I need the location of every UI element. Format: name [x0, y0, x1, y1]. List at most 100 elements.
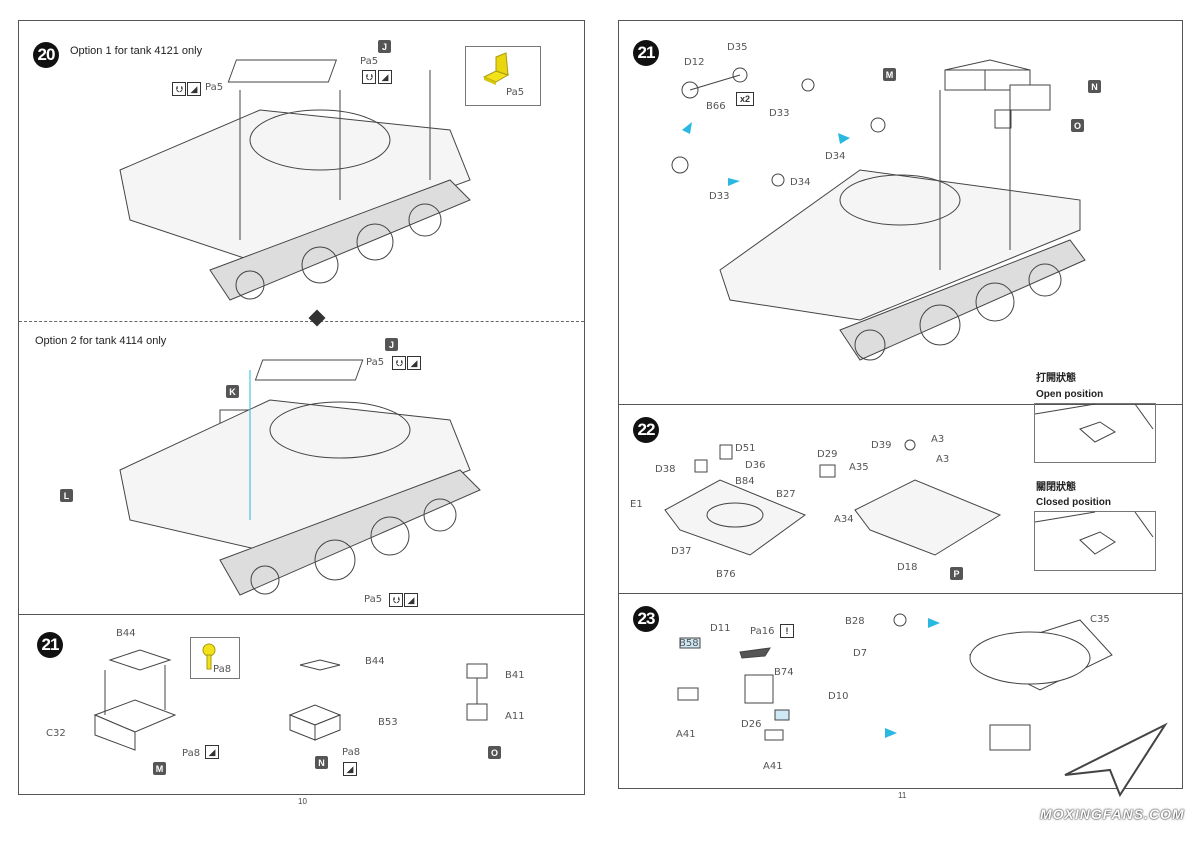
part-label-d37: D37: [671, 546, 692, 557]
part-label-pa5: Pa5: [366, 357, 385, 368]
part-label-d7: D7: [853, 648, 868, 659]
part-tag-N: N: [315, 756, 328, 769]
bend-icon: ⮋: [362, 70, 376, 84]
hull-front-left-drawing: [664, 444, 807, 556]
step-number-21: 21: [633, 40, 659, 66]
hatch-assembly-drawing: [677, 637, 790, 741]
step-number-22: 22: [633, 417, 659, 443]
part-label-b44: B44: [116, 628, 136, 639]
step-number-23: 23: [633, 606, 659, 632]
part-label-d33: D33: [709, 191, 730, 202]
box-o-drawing: [466, 663, 488, 721]
turret-ring-drawing: [885, 613, 1113, 751]
part-label-pa8: Pa8: [342, 747, 361, 758]
part-label-pa16: Pa16: [750, 626, 775, 637]
hull-front-right-drawing: [819, 439, 1002, 556]
part-label-b27: B27: [776, 489, 796, 500]
part-label-c35: C35: [1090, 614, 1110, 625]
closed-position-detail: [1034, 511, 1156, 571]
part-label-d10: D10: [828, 691, 849, 702]
part-label-a34: A34: [834, 514, 854, 525]
part-label-b41: B41: [505, 670, 525, 681]
pa5-callout-label: Pa5: [506, 87, 525, 98]
part-label-d34: D34: [825, 151, 846, 162]
step-number-20: 20: [33, 42, 59, 68]
page-number: 10: [298, 797, 307, 806]
part-label-d18: D18: [897, 562, 918, 573]
open-position-label: Open position: [1036, 389, 1104, 400]
part-label-a35: A35: [849, 462, 869, 473]
part-label-b53: B53: [378, 717, 398, 728]
part-label-pa8: Pa8: [182, 748, 201, 759]
part-label-d29: D29: [817, 449, 838, 460]
part-tag-O: O: [488, 746, 501, 759]
part-label-b58: B58: [679, 638, 699, 649]
part-label-e1: E1: [630, 499, 643, 510]
part-label-d36: D36: [745, 460, 766, 471]
quantity-x2-badge: x2: [736, 92, 754, 106]
part-tag-K: K: [226, 385, 239, 398]
pa8-key-icon: [202, 643, 216, 670]
part-label-d35: D35: [727, 42, 748, 53]
part-label-c32: C32: [46, 728, 66, 739]
open-position-detail: [1034, 403, 1156, 463]
part-label-d34: D34: [790, 177, 811, 188]
part-label-a3: A3: [936, 454, 950, 465]
part-tag-O: O: [1071, 119, 1084, 132]
option-2-title: Option 2 for tank 4114 only: [35, 335, 167, 347]
part-tag-J: J: [378, 40, 391, 53]
bend-icon: ⮋: [392, 356, 406, 370]
glue-icon: ◢: [343, 762, 357, 776]
glue-icon: ◢: [407, 356, 421, 370]
closed-position-cn: 關閉狀態: [1036, 482, 1076, 493]
part-label-d12: D12: [684, 57, 705, 68]
part-label-b84: B84: [735, 476, 755, 487]
part-label-d26: D26: [741, 719, 762, 730]
caution-icon: !: [780, 624, 794, 638]
glue-icon: ◢: [205, 745, 219, 759]
step-divider: [19, 614, 584, 615]
pa5-bracket-icon: [482, 52, 510, 85]
part-label-a41: A41: [763, 761, 783, 772]
part-label-d39: D39: [871, 440, 892, 451]
bend-icon: ⮋: [172, 82, 186, 96]
step-number-21: 21: [37, 632, 63, 658]
part-label-a11: A11: [505, 711, 525, 722]
part-label-b28: B28: [845, 616, 865, 627]
part-tag-J: J: [385, 338, 398, 351]
bend-icon: ⮋: [389, 593, 403, 607]
part-label-d38: D38: [655, 464, 676, 475]
tank-hull-option2-drawing: [119, 359, 481, 596]
watermark-logo-icon: [1064, 722, 1168, 798]
tank-hull-option1-drawing: [119, 59, 471, 301]
part-tag-N: N: [1088, 80, 1101, 93]
part-label-pa5: Pa5: [364, 594, 383, 605]
part-label-pa5: Pa5: [205, 82, 224, 93]
part-tag-M: M: [153, 762, 166, 775]
step-divider: [619, 593, 1182, 594]
option-1-title: Option 1 for tank 4121 only: [70, 45, 203, 57]
glue-icon: ◢: [378, 70, 392, 84]
open-position-cn: 打開狀態: [1036, 373, 1076, 384]
glue-icon: ◢: [404, 593, 418, 607]
option-divider: [19, 321, 584, 322]
part-tag-L: L: [60, 489, 73, 502]
page-number: 11: [898, 791, 907, 800]
part-tag-P: P: [950, 567, 963, 580]
part-label-d51: D51: [735, 443, 756, 454]
part-label-d33: D33: [769, 108, 790, 119]
part-label-b44: B44: [365, 656, 385, 667]
pa5-callout-box: Pa5: [465, 46, 541, 106]
part-tag-M: M: [883, 68, 896, 81]
glue-icon: ◢: [187, 82, 201, 96]
box-m-drawing: [93, 649, 177, 751]
box-n-drawing: [288, 659, 342, 741]
pa8-callout-label: Pa8: [213, 664, 232, 675]
part-label-a3: A3: [931, 434, 945, 445]
part-label-a41: A41: [676, 729, 696, 740]
part-label-d11: D11: [710, 623, 731, 634]
part-label-b66: B66: [706, 101, 726, 112]
tank-hull-step21-drawing: [671, 59, 1086, 361]
closed-position-label: Closed position: [1036, 497, 1111, 508]
part-label-b74: B74: [774, 667, 794, 678]
